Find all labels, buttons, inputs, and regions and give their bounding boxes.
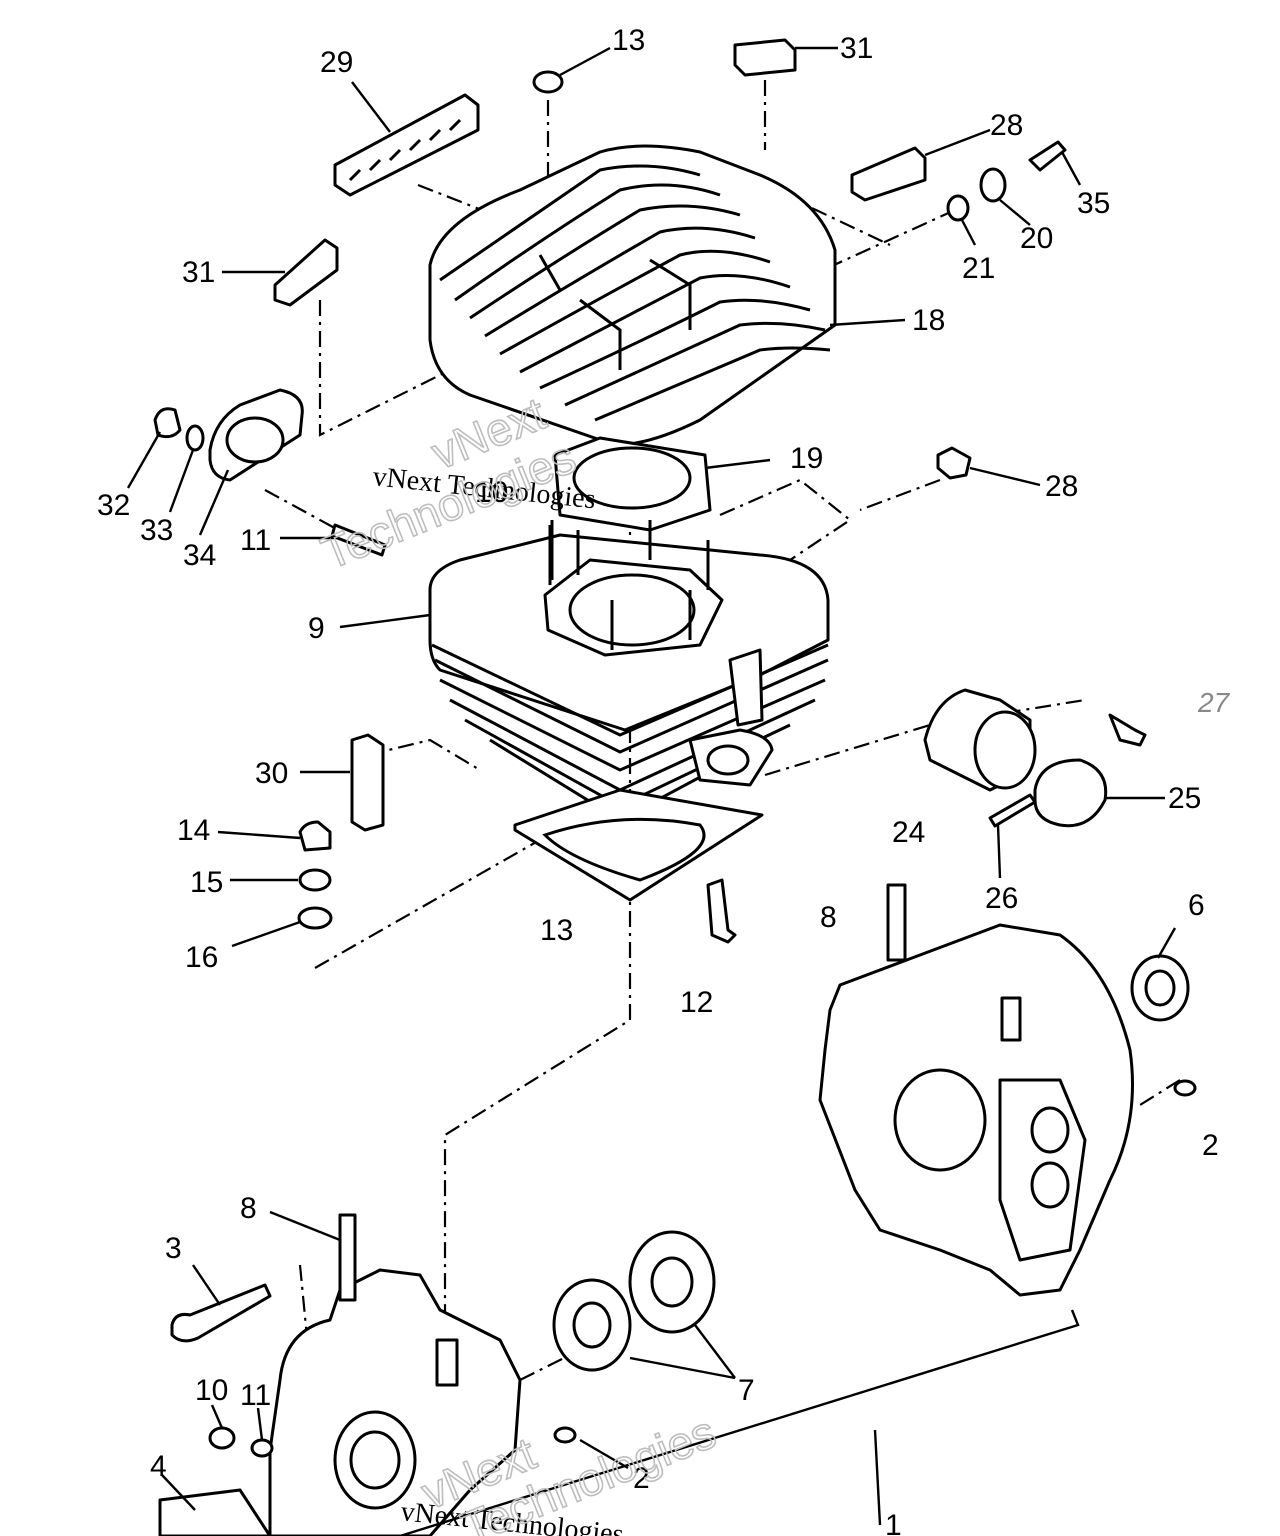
callout-27: 27 <box>1197 687 1231 718</box>
callout-9: 10 <box>195 1374 228 1407</box>
head-gasket <box>553 436 712 532</box>
main-bearings <box>552 1230 716 1372</box>
callout-21: 13 <box>612 24 645 57</box>
callout-26: 26 <box>985 882 1018 915</box>
callout-16: 14 <box>177 814 210 847</box>
callout-2-left: 2 <box>633 1462 650 1495</box>
callout-29: 28 <box>1045 470 1078 503</box>
callout-7: 7 <box>738 1374 755 1407</box>
oil-seal <box>1130 954 1190 1022</box>
intake-assembly <box>923 688 1147 828</box>
callout-32: 34 <box>183 539 216 572</box>
callout-19: 18 <box>912 304 945 337</box>
callout-28-lower: 30 <box>255 757 288 790</box>
base-gasket <box>513 788 764 902</box>
crankcase-left <box>268 1213 522 1536</box>
crankcase-right <box>818 883 1134 1297</box>
callout-22: 20 <box>1020 222 1053 255</box>
callout-33: 32 <box>97 489 130 522</box>
callout-31-left: 31 <box>182 256 215 289</box>
callout-2-right: 2 <box>1202 1129 1219 1162</box>
callout-11: 9 <box>308 612 325 645</box>
callout-10: 11 <box>240 1379 271 1412</box>
callout-35: 35 <box>1077 187 1110 220</box>
callout-14: 12 <box>680 986 713 1019</box>
cylinder-head <box>428 144 837 447</box>
cylinder <box>428 520 830 822</box>
callout-12: 10 <box>475 476 508 509</box>
callout-23: 21 <box>962 252 995 285</box>
cylinder-base-hardware <box>297 733 737 944</box>
callout-3: 3 <box>165 1232 182 1265</box>
callout-18: 16 <box>185 941 218 974</box>
callout-4: 4 <box>150 1450 167 1483</box>
callout-8-left: 8 <box>240 1192 257 1225</box>
callout-1: 1 <box>885 1509 902 1536</box>
callout-30: 29 <box>320 46 353 79</box>
callout-31-top: 31 <box>840 32 873 65</box>
callout-28-top: 28 <box>990 109 1023 142</box>
callout-6: 6 <box>1188 889 1205 922</box>
callout-8-right: 8 <box>820 901 837 934</box>
callout-24: 24 <box>892 816 925 849</box>
callout-34: 33 <box>140 514 173 547</box>
callout-17: 15 <box>190 866 223 899</box>
callout-15: 13 <box>540 914 573 947</box>
callout-labels: 29 13 31 28 35 20 21 31 18 19 10 28 32 3… <box>97 24 1231 1536</box>
cylinder-head-hardware <box>153 38 1067 585</box>
callout-25: 25 <box>1168 782 1201 815</box>
leader-lines <box>126 46 1177 1536</box>
crankcase-hardware <box>158 1079 1197 1536</box>
callout-20: 19 <box>790 442 823 475</box>
callout-13: 11 <box>240 524 271 557</box>
